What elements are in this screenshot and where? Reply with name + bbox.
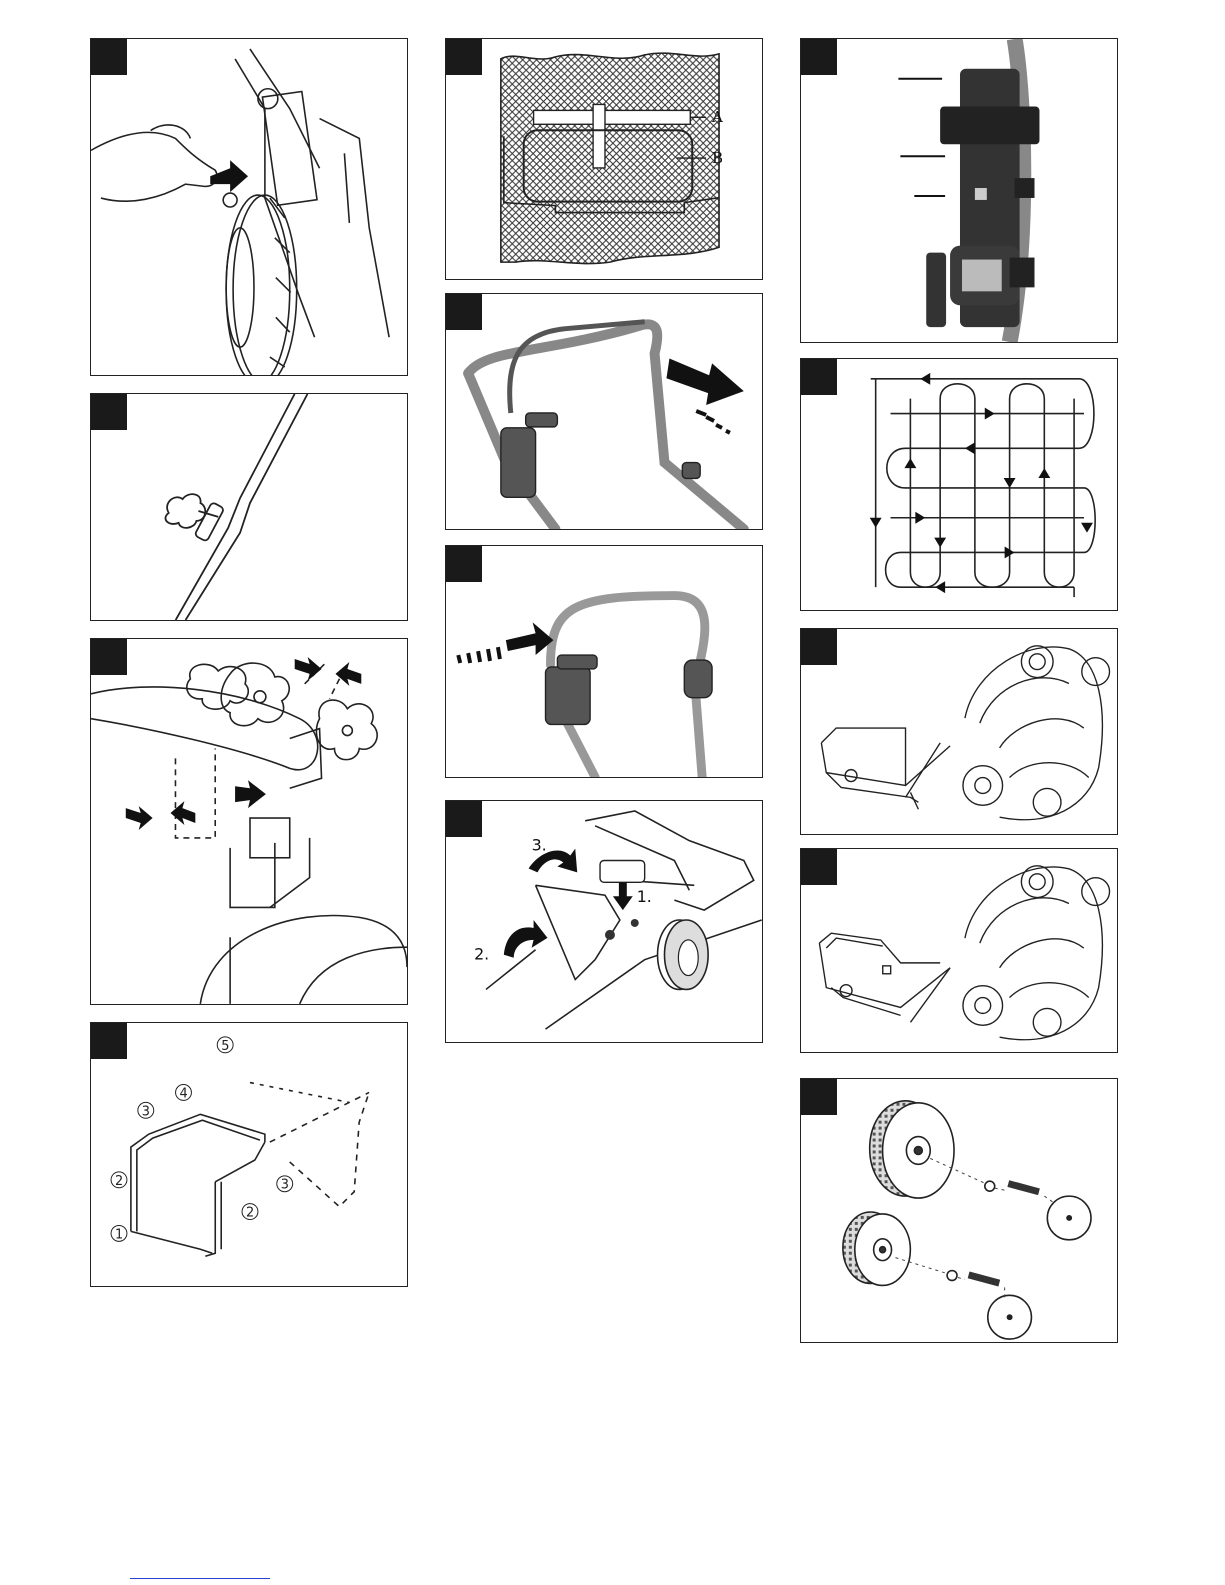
- figure-wheel-assembly: [800, 1078, 1118, 1343]
- figure-mower-upright-2: [800, 848, 1118, 1053]
- figure-grass-bag: A B: [445, 38, 763, 280]
- part-label-5: 5: [221, 1039, 229, 1054]
- label-a: A: [712, 108, 723, 126]
- part-label-1: 1: [115, 1227, 123, 1242]
- figure-cord-hook: [800, 38, 1118, 343]
- step-label-2: 2.: [474, 945, 489, 964]
- figure-wheel-height-adjust: [90, 38, 408, 376]
- illustration-handle-fold: [446, 546, 762, 777]
- figure-frame-parts: 1 2 3 4 5 3 2: [90, 1022, 408, 1287]
- step-label-3: 3.: [532, 836, 547, 855]
- figure-mower-upright-1: [800, 628, 1118, 835]
- part-label-3: 3: [142, 1104, 150, 1119]
- illustration-cord-retainer: [801, 39, 1117, 342]
- illustration-mowing-path: [801, 359, 1117, 610]
- figure-handle-knob: [90, 393, 408, 621]
- footer-rule: [130, 1578, 270, 1579]
- figure-handle-clamp: [90, 638, 408, 1005]
- figure-handle-push-back: [445, 293, 763, 530]
- label-b: B: [712, 149, 723, 167]
- part-label-4: 4: [180, 1086, 188, 1101]
- illustration-frame-install: 3. 2. 1.: [446, 801, 762, 1042]
- illustration-mower-standing: [801, 629, 1117, 834]
- step-label-1: 1.: [637, 887, 652, 906]
- figure-mowing-pattern: [800, 358, 1118, 611]
- illustration-mower-folded: [801, 849, 1117, 1052]
- illustration-frame-assembly: 1 2 3 4 5 3 2: [91, 1023, 407, 1286]
- figure-assembly-steps: 3. 2. 1.: [445, 800, 763, 1043]
- figure-handle-fold-forward: [445, 545, 763, 778]
- illustration-handle-push: [446, 294, 762, 529]
- part-label-3b: 3: [281, 1178, 289, 1193]
- illustration-clamp-knobs: [91, 639, 407, 1004]
- illustration-hand-pulling-lever: [91, 39, 407, 375]
- part-label-2: 2: [115, 1174, 123, 1189]
- illustration-handle-knob-bolt: [91, 394, 407, 620]
- illustration-wheels-exploded: [801, 1079, 1117, 1342]
- part-label-2b: 2: [246, 1206, 254, 1221]
